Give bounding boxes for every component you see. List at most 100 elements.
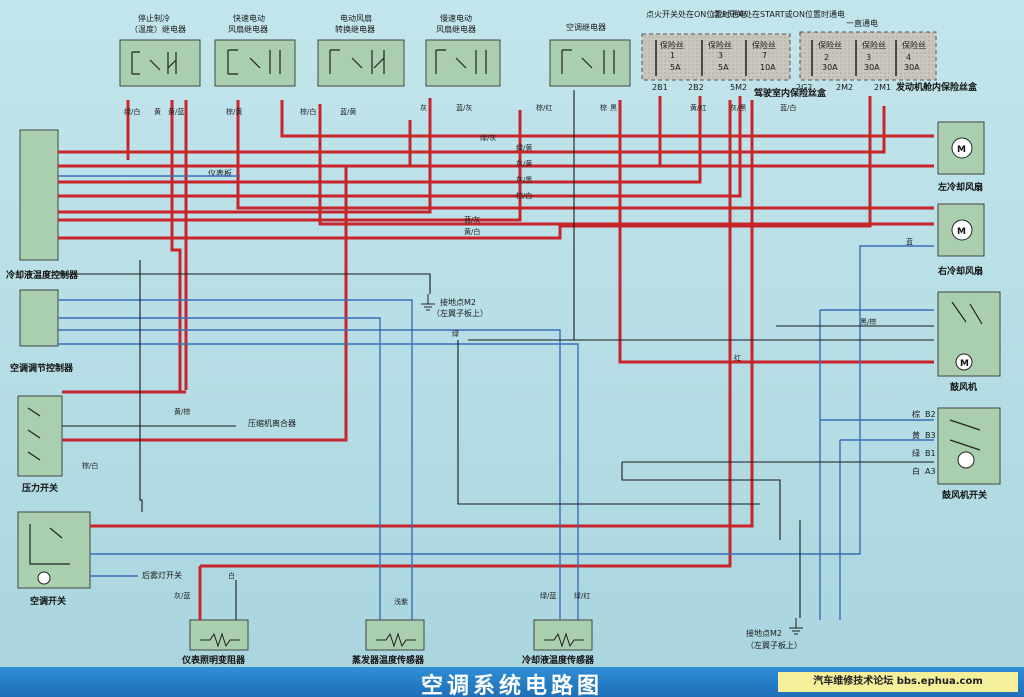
svg-text:灰/黑: 灰/黑 bbox=[730, 103, 746, 112]
svg-text:棕/黄: 棕/黄 bbox=[226, 107, 242, 116]
svg-text:M: M bbox=[957, 145, 966, 155]
svg-text:灰/黑: 灰/黑 bbox=[516, 175, 532, 184]
svg-text:2B1: 2B1 bbox=[652, 83, 668, 92]
svg-text:B1: B1 bbox=[925, 449, 936, 458]
svg-text:绿/白: 绿/白 bbox=[124, 107, 140, 116]
relay-2-label2: 风扇继电器 bbox=[228, 24, 268, 34]
relay-1-label2: （温度）继电器 bbox=[130, 24, 186, 34]
svg-text:鼓风机: 鼓风机 bbox=[950, 381, 977, 393]
svg-text:30A: 30A bbox=[864, 63, 880, 72]
svg-text:M: M bbox=[960, 359, 969, 369]
svg-text:绿: 绿 bbox=[912, 449, 920, 458]
blue-wires bbox=[58, 175, 934, 620]
svg-text:保险丝: 保险丝 bbox=[818, 40, 842, 50]
svg-text:M: M bbox=[957, 227, 966, 237]
svg-text:黄/白: 黄/白 bbox=[464, 227, 480, 236]
svg-text:黄/棕: 黄/棕 bbox=[174, 407, 190, 416]
svg-text:棕/白: 棕/白 bbox=[300, 107, 316, 116]
svg-text:接地点M2: 接地点M2 bbox=[746, 628, 782, 638]
relay-ac: 空调继电器 bbox=[549, 22, 631, 87]
svg-text:黄/蓝: 黄/蓝 bbox=[168, 107, 184, 116]
svg-text:灰/黄: 灰/黄 bbox=[516, 159, 532, 168]
engine-fuse-box: 一直通电 保险丝 2 30A 保险丝 3 30A 保险丝 4 30A bbox=[799, 18, 937, 81]
engine-box-label: 发动机舱内保险丝盒 bbox=[895, 81, 978, 93]
svg-text:蓝/白: 蓝/白 bbox=[780, 103, 796, 112]
svg-text:5A: 5A bbox=[718, 63, 729, 72]
svg-text:2: 2 bbox=[824, 53, 829, 62]
svg-text:B3: B3 bbox=[925, 431, 936, 440]
left-cooling-fan: M 左冷却风扇 bbox=[937, 121, 985, 193]
svg-text:右冷却风扇: 右冷却风扇 bbox=[937, 265, 983, 277]
svg-text:仪表照明变阻器: 仪表照明变阻器 bbox=[181, 654, 246, 666]
svg-text:2B2: 2B2 bbox=[688, 83, 704, 92]
svg-text:空调开关: 空调开关 bbox=[30, 595, 66, 607]
svg-text:绿: 绿 bbox=[452, 329, 459, 338]
relay-stop-cooling: 停止制冷 （温度）继电器 bbox=[119, 13, 201, 87]
svg-text:蓝: 蓝 bbox=[906, 237, 913, 246]
svg-text:黄: 黄 bbox=[912, 430, 920, 440]
svg-text:（左翼子板上）: （左翼子板上） bbox=[432, 308, 488, 318]
svg-text:2G2: 2G2 bbox=[796, 83, 812, 92]
svg-text:绿/灰: 绿/灰 bbox=[480, 133, 496, 142]
svg-text:棕: 棕 bbox=[600, 103, 607, 112]
rear-fog-switch: 后雾灯开关 bbox=[142, 570, 182, 580]
svg-text:白: 白 bbox=[228, 571, 235, 580]
svg-text:7: 7 bbox=[762, 51, 767, 60]
fuse-note-on: 点火开关处在ON位置时通电 bbox=[646, 9, 746, 19]
gauge-panel: 仪表板 bbox=[208, 168, 232, 178]
svg-text:棕/红: 棕/红 bbox=[536, 103, 552, 112]
relay-3-label2: 转换继电器 bbox=[335, 24, 375, 34]
svg-text:3: 3 bbox=[718, 51, 723, 60]
relay-1-label1: 停止制冷 bbox=[138, 13, 170, 23]
svg-text:2M2: 2M2 bbox=[836, 83, 853, 92]
relay-4-label2: 风扇继电器 bbox=[436, 24, 476, 34]
compressor-clutch: 压缩机离合器 bbox=[248, 418, 296, 428]
svg-text:保险丝: 保险丝 bbox=[660, 40, 684, 50]
svg-text:红: 红 bbox=[734, 353, 741, 362]
svg-text:5A: 5A bbox=[670, 63, 681, 72]
ground-labels: 接地点M2 （左翼子板上） 接地点M2 （左翼子板上） 压缩机离合器 仪表板 后… bbox=[142, 168, 803, 650]
ac-controller: 空调调节控制器 bbox=[10, 289, 74, 374]
svg-text:鼓风机开关: 鼓风机开关 bbox=[942, 489, 987, 501]
svg-text:浅紫: 浅紫 bbox=[394, 597, 408, 606]
svg-text:白: 白 bbox=[912, 466, 920, 476]
svg-text:接地点M2: 接地点M2 bbox=[440, 297, 476, 307]
svg-text:2M1: 2M1 bbox=[874, 83, 891, 92]
svg-text:绿/红: 绿/红 bbox=[574, 591, 590, 600]
svg-text:30A: 30A bbox=[904, 63, 920, 72]
svg-text:蓝/黄: 蓝/黄 bbox=[340, 107, 356, 116]
svg-text:保险丝: 保险丝 bbox=[752, 40, 776, 50]
relay-fan-switch: 电动风扇 转换继电器 bbox=[317, 13, 405, 87]
blower: M 鼓风机 bbox=[937, 291, 1001, 393]
svg-text:棕: 棕 bbox=[912, 409, 920, 419]
svg-text:冷却液温度控制器: 冷却液温度控制器 bbox=[6, 269, 79, 281]
forum-watermark: 汽车维修技术论坛 bbs.ephua.com bbox=[778, 672, 1018, 692]
blower-switch: 鼓风机开关 棕 B2 黄 B3 绿 B1 白 A3 bbox=[912, 407, 1001, 501]
svg-text:3: 3 bbox=[866, 53, 871, 62]
fuse-note-always: 一直通电 bbox=[846, 18, 878, 28]
svg-text:4: 4 bbox=[906, 53, 911, 62]
dimmer: 仪表照明变阻器 bbox=[181, 619, 249, 666]
coolant-temp-sensor: 冷却液温度传感器 bbox=[522, 619, 595, 666]
svg-text:10A: 10A bbox=[760, 63, 776, 72]
svg-text:蓝/灰: 蓝/灰 bbox=[464, 215, 480, 224]
svg-text:压力开关: 压力开关 bbox=[22, 482, 58, 494]
relay-fast-fan: 快速电动 风扇继电器 bbox=[214, 13, 296, 87]
svg-text:灰/蓝: 灰/蓝 bbox=[174, 591, 190, 600]
svg-text:空调调节控制器: 空调调节控制器 bbox=[10, 362, 74, 374]
cabin-box-label: 驾驶室内保险丝盒 bbox=[754, 87, 827, 99]
fuse-note-start: 点火开关处在START或ON位置时通电 bbox=[712, 9, 845, 19]
svg-text:蓝/灰: 蓝/灰 bbox=[456, 103, 472, 112]
coolant-temp-controller: 冷却液温度控制器 bbox=[6, 129, 79, 281]
svg-text:保险丝: 保险丝 bbox=[708, 40, 732, 50]
wire-labels: 绿/白 黄 黄/蓝 棕/黄 棕/白 蓝/黄 灰 蓝/灰 棕/红 棕 黑 黄/红 … bbox=[82, 103, 913, 606]
black-wires bbox=[58, 90, 934, 620]
svg-text:（左翼子板上）: （左翼子板上） bbox=[746, 640, 802, 650]
svg-text:保险丝: 保险丝 bbox=[902, 40, 926, 50]
svg-text:B2: B2 bbox=[925, 410, 936, 419]
svg-text:黑/棕: 黑/棕 bbox=[860, 317, 876, 326]
svg-text:左冷却风扇: 左冷却风扇 bbox=[937, 181, 983, 193]
svg-text:30A: 30A bbox=[822, 63, 838, 72]
red-wires bbox=[58, 96, 934, 620]
